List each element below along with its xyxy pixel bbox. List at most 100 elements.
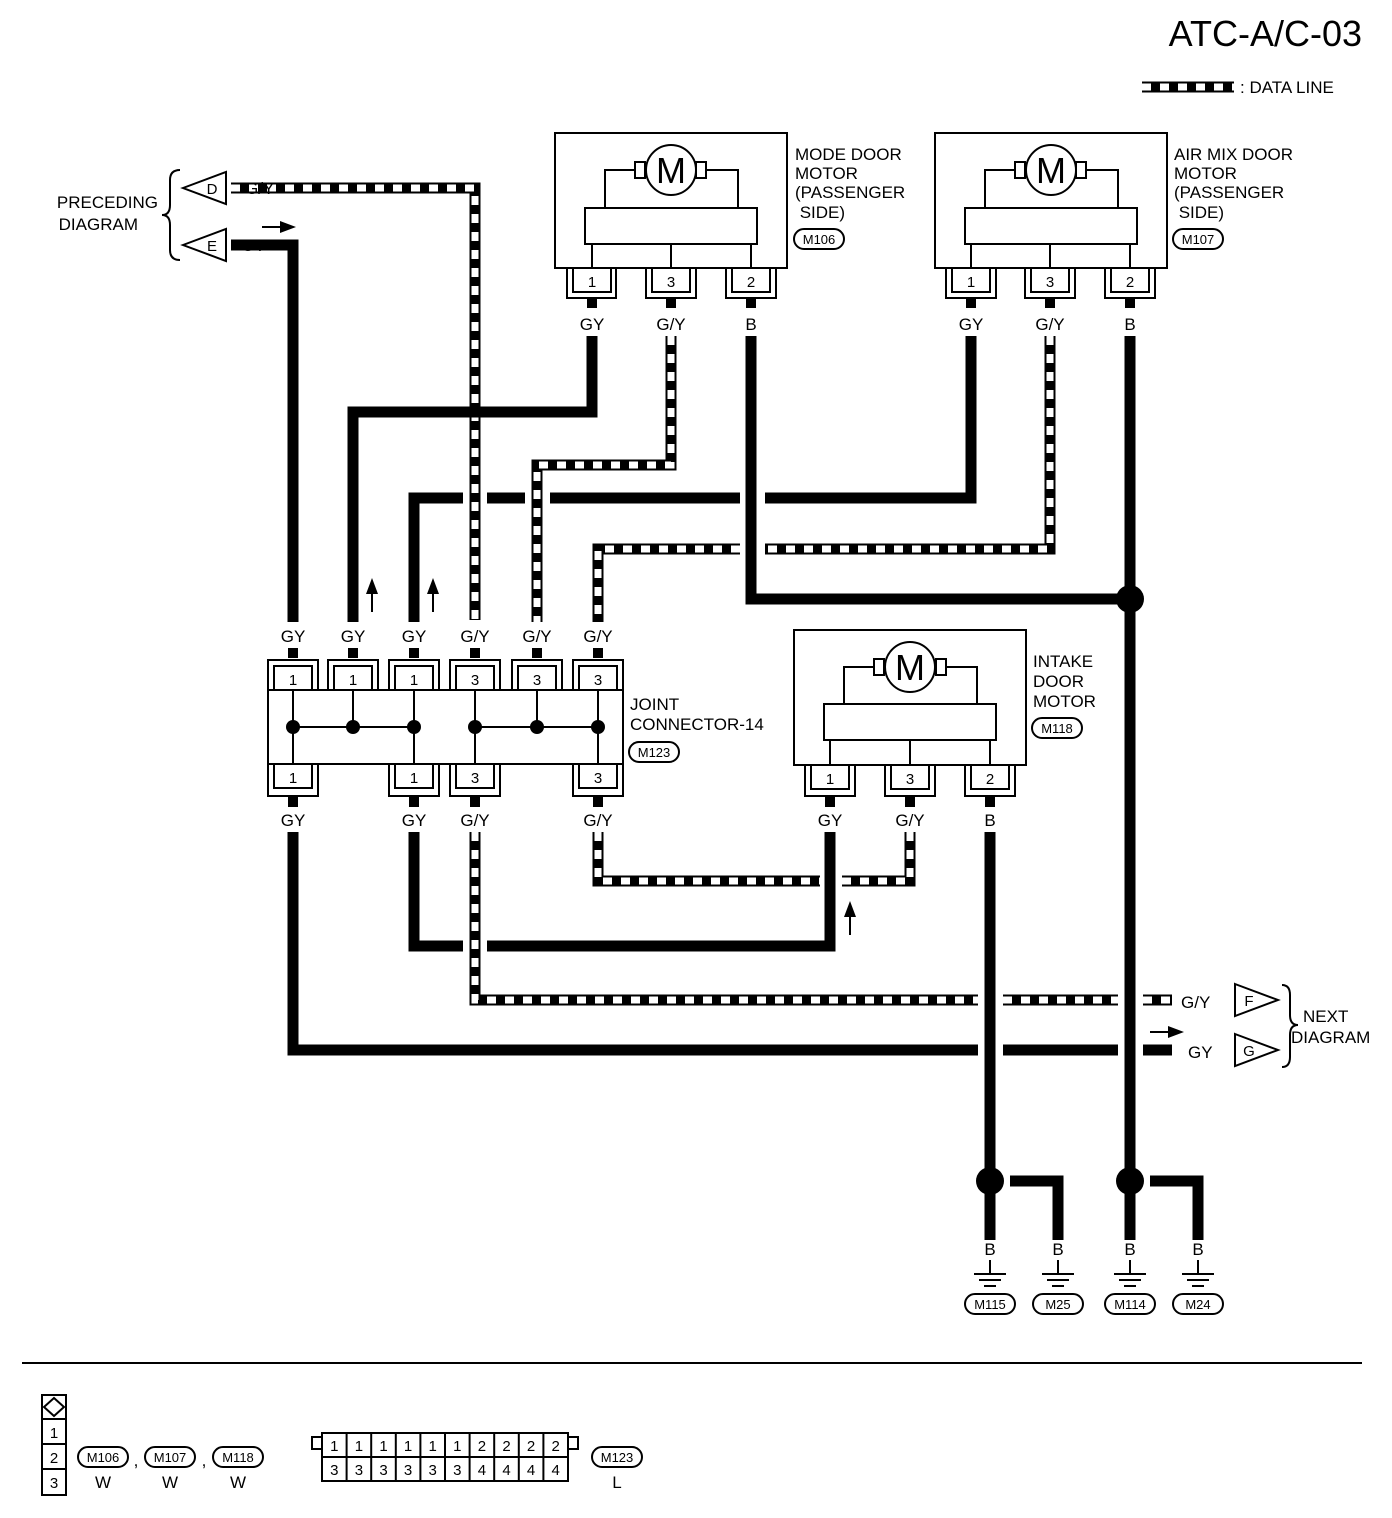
pin-label: 1	[588, 274, 596, 291]
connector-f-label: F	[1244, 993, 1253, 1010]
component-name: (PASSENGER	[795, 183, 905, 202]
wire-color-label: B	[1052, 1240, 1063, 1259]
direction-arrows	[262, 221, 1184, 1038]
page-title: ATC-A/C-03	[1169, 13, 1362, 54]
wire-ground-m24	[1150, 1175, 1204, 1240]
wire-color-label: GY	[580, 315, 605, 334]
connector-e-triangle	[180, 227, 227, 263]
cavity-label: 3	[379, 1462, 387, 1479]
connector-tag	[793, 228, 845, 250]
preceding-label-1: PRECEDING	[57, 193, 158, 212]
wire-joint-gy-data-to-f	[469, 832, 1172, 1006]
wire-joint-gy-to-intake-a	[408, 832, 463, 952]
component-name: AIR MIX DOOR	[1174, 145, 1293, 164]
connector-pins: 1 3 2	[945, 267, 1156, 299]
wire-color-label: B	[1192, 1240, 1203, 1259]
connector-id: M107	[154, 1450, 187, 1465]
wire-joint-gy-data-to-intake	[592, 832, 916, 887]
wire-m106-gy-data	[531, 336, 677, 622]
cavity-label: 3	[404, 1462, 412, 1479]
ground-m25: B M25	[1032, 1240, 1084, 1315]
wire-color-d: G/Y	[245, 179, 274, 198]
splice-dot	[976, 1167, 1004, 1195]
ground-m24: B M24	[1172, 1240, 1224, 1315]
wire-m106-b	[745, 336, 1130, 605]
pin-label: 3	[533, 672, 541, 689]
wire-d-gy-to-joint	[231, 182, 481, 620]
preceding-brace	[161, 169, 181, 261]
cavity-label: 3	[453, 1462, 461, 1479]
wire-color-label: GY	[281, 627, 306, 646]
component-name: MODE DOOR	[795, 145, 902, 164]
pin-label: 3	[667, 274, 675, 291]
connector-id: M107	[1182, 232, 1215, 247]
component-name: MOTOR	[1174, 164, 1237, 183]
cavity-label: 1	[453, 1438, 461, 1455]
air-mix-door-motor: M 1 3 2 GY G/Y B AIR MIX DOOR MOTOR (PAS…	[934, 132, 1293, 334]
wire-m107-gy-d	[408, 492, 463, 622]
cavity-label: 4	[552, 1462, 560, 1479]
next-brace	[1281, 984, 1299, 1068]
next-label-1: NEXT	[1303, 1007, 1348, 1026]
connector-id: M106	[87, 1450, 120, 1465]
wires	[231, 182, 1204, 1240]
component-name: CONNECTOR-14	[630, 715, 764, 734]
wire-color-label: GY	[281, 811, 306, 830]
wire-color-label: G/Y	[895, 811, 924, 830]
cavity-label: 3	[330, 1462, 338, 1479]
wire-joint-gy-to-intake-b	[487, 832, 836, 952]
pin-label: 2	[747, 274, 755, 291]
wire-color-label: G/Y	[1035, 315, 1064, 334]
motor-driver-block	[823, 703, 997, 741]
joint-top-pins: 1 1 1 3 3 3	[267, 659, 624, 691]
component-name: INTAKE	[1033, 652, 1093, 671]
pin-label: 2	[1126, 274, 1134, 291]
cavity-label: 2	[478, 1438, 486, 1455]
arrow-up-icon	[844, 901, 856, 935]
motor-symbol: M	[656, 150, 686, 191]
component-name: SIDE)	[795, 203, 845, 222]
arrow-up-icon	[427, 578, 439, 612]
cavity-label: 4	[527, 1462, 535, 1479]
cavity-label: 2	[527, 1438, 535, 1455]
motor-symbol: M	[1036, 150, 1066, 191]
connector-f-triangle	[1234, 982, 1281, 1018]
separator: ,	[202, 1451, 207, 1470]
wire-color-label: GY	[341, 627, 366, 646]
component-name: MOTOR	[1033, 692, 1096, 711]
cavity-label: 1	[330, 1438, 338, 1455]
cavity-label: 2	[502, 1438, 510, 1455]
pin-label: 3	[594, 770, 602, 787]
pin-label: 1	[349, 672, 357, 689]
connector-id: M24	[1185, 1297, 1210, 1312]
splice-dot	[1116, 585, 1144, 613]
connector-color: L	[612, 1473, 621, 1492]
cavity-label: 1	[429, 1438, 437, 1455]
pin-label: 3	[1046, 274, 1054, 291]
wire-color-label: B	[745, 315, 756, 334]
connector-lock-icon	[42, 1396, 66, 1418]
pin-label: 1	[410, 672, 418, 689]
pin-label: 3	[594, 672, 602, 689]
arrow-right-icon	[262, 221, 296, 233]
wire-color-label: G/Y	[460, 627, 489, 646]
pin-label: 3	[906, 771, 914, 788]
mode-door-motor: M 1 3 2 GY G/Y B MODE DOOR MOTOR (PASSEN…	[554, 132, 905, 334]
wire-color-label: G/Y	[522, 627, 551, 646]
splice-dot	[1116, 1167, 1144, 1195]
cavity-label: 3	[50, 1475, 58, 1492]
data-line-label: : DATA LINE	[1240, 78, 1334, 97]
connector-id: M25	[1045, 1297, 1070, 1312]
component-name: DOOR	[1033, 672, 1084, 691]
wire-color-label: G/Y	[656, 315, 685, 334]
connector-id: M106	[803, 232, 836, 247]
wire-color-label: B	[1124, 1240, 1135, 1259]
wire-joint-gy-to-g-a	[287, 832, 978, 1056]
cavity-label: 3	[429, 1462, 437, 1479]
wire-e-gy-to-joint	[231, 239, 299, 622]
wire-color-label: GY	[402, 627, 427, 646]
pin-label: 1	[410, 770, 418, 787]
pin-label: 2	[986, 771, 994, 788]
